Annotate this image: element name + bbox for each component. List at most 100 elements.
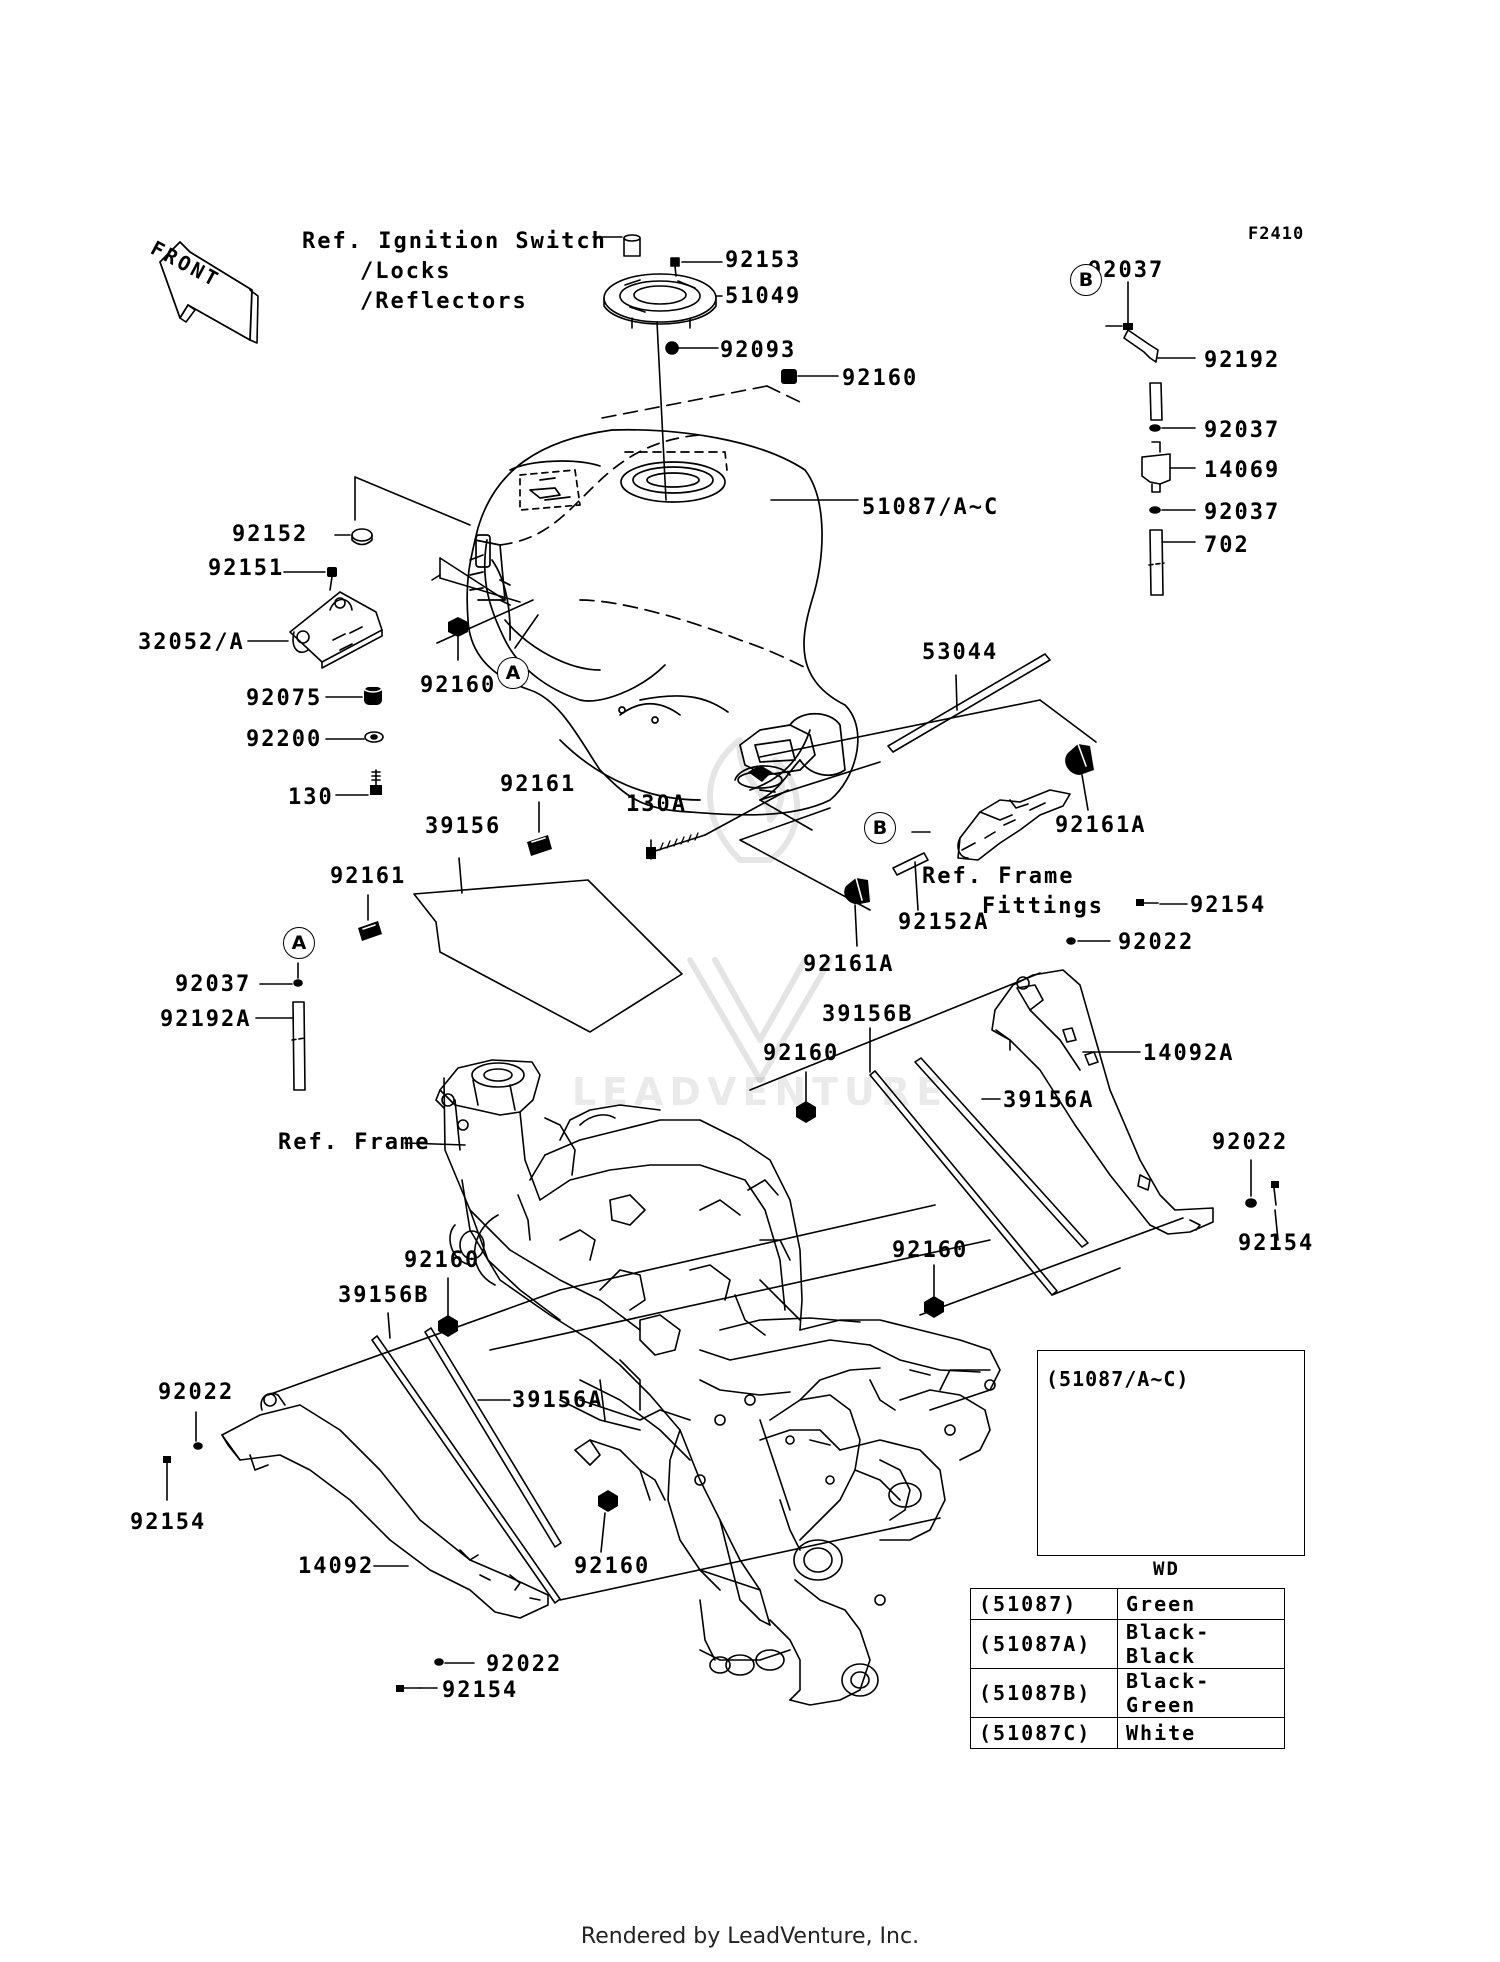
label-92152A: 92152A <box>898 910 990 935</box>
washer-92022-l1-icon <box>193 1411 203 1450</box>
ref-ignition-line1: Ref. Ignition Switch <box>302 229 607 254</box>
label-39156A-right: 39156A <box>1003 1088 1095 1113</box>
bolt-130-icon <box>335 769 382 796</box>
label-92161-top: 92161 <box>500 772 577 797</box>
sheet-39156-icon <box>413 857 683 1033</box>
label-92037-low: 92037 <box>1204 500 1281 525</box>
diagram-code: F2410 <box>1248 224 1305 244</box>
color-table-row: (51087B)Black-Green <box>970 1668 1285 1718</box>
label-92161-left: 92161 <box>330 864 407 889</box>
label-92154-r1: 92154 <box>1190 893 1267 918</box>
color-name-cell: Green <box>1117 1588 1285 1620</box>
hose-92192-icon <box>1123 329 1196 421</box>
color-table-row: (51087A)Black-Black <box>970 1619 1285 1669</box>
clip-92037-left-icon <box>259 962 303 987</box>
hose-702-icon <box>1148 529 1196 596</box>
clip-92037-low-icon <box>1149 506 1196 514</box>
label-39156B-left: 39156B <box>338 1283 430 1308</box>
frame-fitting-icon <box>957 789 1071 861</box>
washer-92022-b-icon <box>434 1658 475 1666</box>
nut-icon <box>665 341 719 355</box>
screw-92154-l1-icon <box>163 1456 171 1501</box>
label-92037-mid: 92037 <box>1204 418 1281 443</box>
ref-ignition-line3: /Reflectors <box>360 289 528 314</box>
wd-label: WD <box>1153 1558 1180 1580</box>
strip-53044-icon <box>887 653 1051 753</box>
label-92153: 92153 <box>725 248 802 273</box>
label-14092: 14092 <box>298 1554 375 1579</box>
clip-92037-top-icon <box>1105 281 1133 330</box>
label-92022-l1: 92022 <box>158 1380 235 1405</box>
label-39156B-right: 39156B <box>822 1002 914 1027</box>
label-51087: 51087/A~C <box>862 495 1000 520</box>
damper-92161A-right-icon <box>1065 743 1094 811</box>
label-92160-b: 92160 <box>574 1554 651 1579</box>
label-92200: 92200 <box>246 727 323 752</box>
cap-screw-icon <box>670 257 723 277</box>
label-130: 130 <box>288 785 334 810</box>
label-39156A-left: 39156A <box>512 1388 604 1413</box>
screw-92154-b-icon <box>396 1685 438 1692</box>
grommet-icon <box>781 369 839 384</box>
grommet-92160-b-icon <box>598 1490 618 1553</box>
color-name-cell: White <box>1117 1717 1285 1749</box>
ref-ignition-line2: /Locks <box>360 259 452 284</box>
callout-b-hose: B <box>1070 264 1102 296</box>
ignition-bolt-icon <box>592 234 641 257</box>
label-39156: 39156 <box>425 814 502 839</box>
label-92161A-right: 92161A <box>1055 813 1147 838</box>
label-92152: 92152 <box>232 522 309 547</box>
label-92022-b: 92022 <box>486 1652 563 1677</box>
screw-92154-r2-icon <box>1271 1181 1279 1241</box>
color-code-cell: (51087A) <box>970 1619 1118 1669</box>
color-name-cell: Black-Green <box>1117 1668 1285 1718</box>
bracket-32052-icon <box>247 591 383 669</box>
label-14092A: 14092A <box>1143 1041 1235 1066</box>
label-92192: 92192 <box>1204 348 1281 373</box>
callout-b-tank: B <box>864 812 896 844</box>
grommet-a-icon <box>431 574 468 661</box>
footer-credit: Rendered by LeadVenture, Inc. <box>580 1924 920 1949</box>
watermark-logo <box>687 737 833 1083</box>
ref-frame-fittings-line1: Ref. Frame <box>922 864 1075 889</box>
fuel-tank-icon <box>466 428 859 816</box>
fuel-cap-icon <box>603 273 723 329</box>
damper-92161A-mid-icon <box>844 877 870 947</box>
hose-92192A-icon <box>255 1001 306 1091</box>
callout-a-tank: A <box>497 657 529 689</box>
collar-92152A-icon <box>892 852 929 911</box>
filter-14069-icon <box>1141 441 1196 493</box>
washer-icon <box>334 528 373 546</box>
washer-92022-r2-icon <box>1245 1159 1257 1208</box>
ref-frame-fittings-line2: Fittings <box>982 894 1104 919</box>
side-cover-14092A-icon <box>991 969 1214 1235</box>
color-table-row: (51087)Green <box>970 1588 1285 1620</box>
side-cover-14092-icon <box>221 1392 549 1619</box>
strip-39156A-right-icon <box>914 1057 1089 1248</box>
ref-frame: Ref. Frame <box>278 1130 431 1155</box>
label-14069: 14069 <box>1204 458 1281 483</box>
grommet-92160-m2-icon <box>924 1264 944 1318</box>
label-92160-l: 92160 <box>404 1248 481 1273</box>
label-92160-a: 92160 <box>420 673 497 698</box>
label-92161A-mid: 92161A <box>803 952 895 977</box>
label-702: 702 <box>1204 533 1250 558</box>
label-92022-r1: 92022 <box>1118 930 1195 955</box>
color-code-cell: (51087) <box>970 1588 1118 1620</box>
label-51049: 51049 <box>725 284 802 309</box>
label-92093: 92093 <box>720 338 797 363</box>
front-arrow-icon <box>159 241 259 344</box>
collar-icon <box>325 731 384 743</box>
color-table-row: (51087C)White <box>970 1717 1285 1749</box>
label-92160-m1: 92160 <box>763 1041 840 1066</box>
grommet-92160-m1-icon <box>796 1071 816 1123</box>
label-32052: 32052/A <box>138 630 245 655</box>
label-92037-left: 92037 <box>175 972 252 997</box>
label-92037-top: 92037 <box>1088 258 1165 283</box>
label-92160-top: 92160 <box>842 366 919 391</box>
pad-92161-top-icon <box>527 801 552 856</box>
strip-39156B-left-icon <box>371 1312 561 1604</box>
label-92151: 92151 <box>208 556 285 581</box>
label-92192A: 92192A <box>160 1007 252 1032</box>
